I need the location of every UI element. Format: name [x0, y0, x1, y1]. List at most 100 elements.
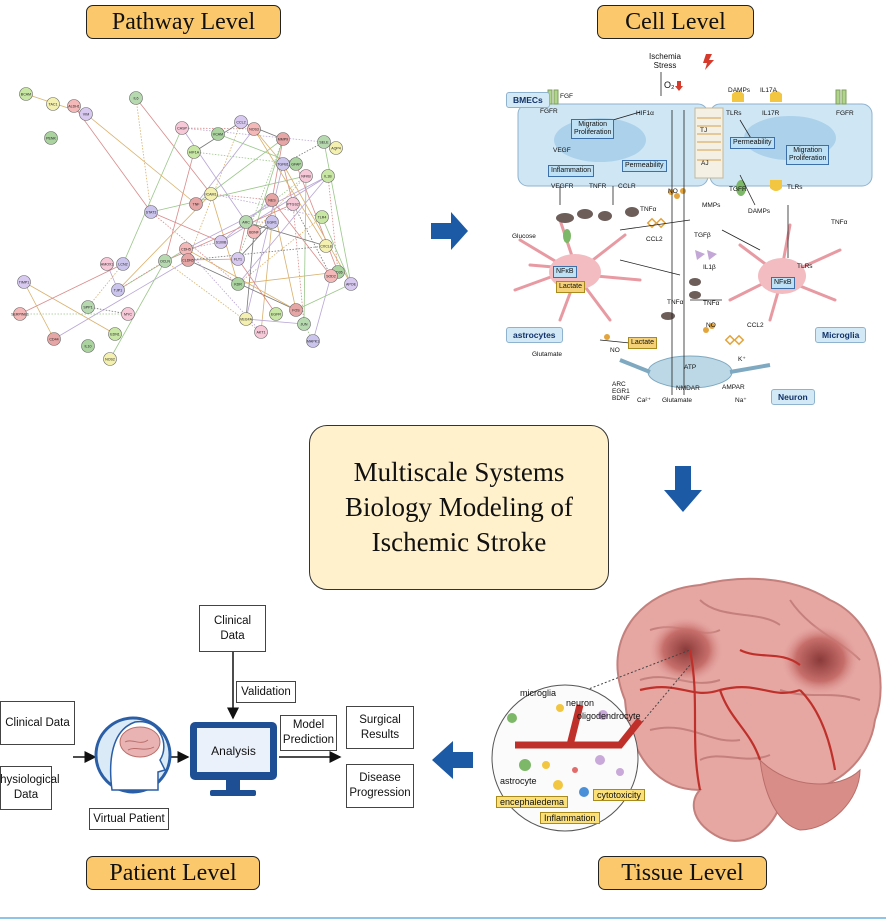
network-node — [265, 193, 279, 207]
tissue-neuron-label: neuron — [566, 698, 595, 708]
network-node-label: CCL2 — [236, 121, 245, 125]
network-node — [306, 334, 320, 348]
cell-box-inflammation: Inflammation — [548, 165, 595, 177]
network-node — [276, 132, 290, 146]
network-edge — [292, 203, 305, 325]
network-node — [344, 277, 358, 291]
network-node-label: MAPK1 — [307, 340, 319, 344]
network-node-label: MMP9 — [278, 138, 288, 142]
cell-annotation-label: CCL2 — [646, 236, 663, 243]
network-node-label: OCLN — [160, 260, 170, 264]
cell-annotation-label: AMPAR — [722, 384, 745, 391]
network-edge — [150, 175, 307, 213]
network-node — [299, 169, 313, 183]
cell-annotation-label: Ca²⁺ — [637, 397, 651, 404]
cell-annotation-label: NO — [706, 322, 716, 329]
network-node-label: CLDN5 — [182, 259, 194, 263]
cell-annotation-label: Glutamate — [662, 397, 692, 404]
network-edge — [253, 128, 284, 165]
cell-annotation-label: IL1β — [703, 264, 716, 271]
network-node — [234, 115, 248, 129]
network-node — [214, 235, 228, 249]
surgical-results-box: Surgical Results — [346, 706, 414, 749]
ischemia-stress-label: Ischemia Stress — [648, 52, 681, 70]
tissue-cytotoxicity-tag: cytotoxicity — [593, 789, 646, 801]
analysis-label: Analysis — [211, 744, 256, 758]
network-node — [81, 300, 95, 314]
cell-box-migration-right: Migration Proliferation — [786, 145, 830, 165]
cell-annotation-label: TNFα — [831, 219, 848, 226]
network-node — [319, 239, 333, 253]
network-edge — [164, 151, 195, 262]
network-node-label: BCAM — [21, 93, 31, 97]
network-node — [321, 169, 335, 183]
network-node-label: PENK — [46, 137, 56, 141]
network-node-label: TAC1 — [49, 103, 58, 107]
center-title-line-3: Ischemic Stroke — [371, 527, 547, 557]
cell-annotation-label: FGFR — [836, 110, 854, 117]
network-node-label: S100B — [216, 241, 227, 245]
network-node — [211, 127, 225, 141]
arrow-down-icon — [664, 466, 702, 512]
center-title-line-2: Biology Modeling of — [345, 492, 573, 522]
neuron-tag: Neuron — [771, 389, 815, 405]
network-node-label: SERPINE1 — [11, 313, 29, 317]
network-node — [297, 317, 311, 331]
network-node — [324, 269, 338, 283]
network-edge — [187, 245, 327, 261]
network-edge — [245, 163, 284, 320]
network-node — [111, 283, 125, 297]
network-node-label: AQP4 — [331, 147, 341, 151]
network-node — [231, 277, 245, 291]
network-node — [231, 252, 245, 266]
network-edge — [23, 281, 55, 340]
network-node-label: BDNF — [249, 231, 260, 235]
network-edge — [122, 127, 183, 265]
network-node-label: VIM — [83, 113, 89, 117]
cell-annotation-label: Glucose — [512, 233, 536, 240]
network-node-label: EGR1 — [267, 221, 277, 225]
cell-annotation-label: VEGFR — [551, 183, 574, 190]
cell-annotation-label: CCLR — [618, 183, 636, 190]
network-node-label: ARC — [242, 221, 250, 225]
arrow-right-icon — [431, 212, 468, 250]
cell-annotation-label: TGFR — [729, 186, 747, 193]
network-node-label: SPP1 — [83, 306, 92, 310]
model-prediction-box: Model Prediction — [280, 715, 337, 751]
network-node-label: CXCL8 — [320, 245, 332, 249]
network-node-label: CD36 — [333, 271, 342, 275]
cell-annotation-label: TNFα — [640, 206, 657, 213]
network-edge — [282, 163, 352, 285]
network-node-label: SELE — [319, 141, 329, 145]
network-node — [158, 254, 172, 268]
network-node — [239, 312, 253, 326]
cell-annotation-label: TNFα — [703, 300, 720, 307]
network-node — [286, 197, 300, 211]
network-node-label: GFAP — [291, 163, 301, 167]
network-edge — [312, 275, 332, 342]
cell-box-nfkb-micro: NFκB — [771, 277, 795, 289]
network-node — [315, 210, 329, 224]
network-edge — [321, 216, 352, 285]
network-node — [189, 197, 203, 211]
pathway-level-label: Pathway Level — [86, 5, 281, 39]
network-node-label: CDH5 — [181, 248, 191, 252]
cell-box-migration-left: Migration Proliferation — [571, 119, 615, 139]
network-node — [329, 141, 343, 155]
down-arrow-o2-icon — [675, 81, 683, 91]
cell-annotation-label: NO — [610, 347, 620, 354]
cell-annotation-label: DAMPs — [728, 87, 751, 94]
network-node-label: TGFB1 — [277, 163, 289, 167]
network-edge — [73, 105, 152, 213]
network-node — [269, 307, 283, 321]
network-edge — [253, 138, 284, 233]
network-node-label: KDR — [234, 283, 242, 287]
network-edge — [237, 175, 329, 285]
network-node-label: EGFR — [271, 313, 281, 317]
cell-box-lactate-1: Lactate — [556, 281, 585, 293]
tissue-inflammation-tag: Inflammation — [540, 812, 600, 824]
network-node-label: MYC — [124, 313, 132, 317]
cell-annotation-label: VEGF — [553, 147, 571, 154]
network-node-label: SOD2 — [326, 275, 336, 279]
